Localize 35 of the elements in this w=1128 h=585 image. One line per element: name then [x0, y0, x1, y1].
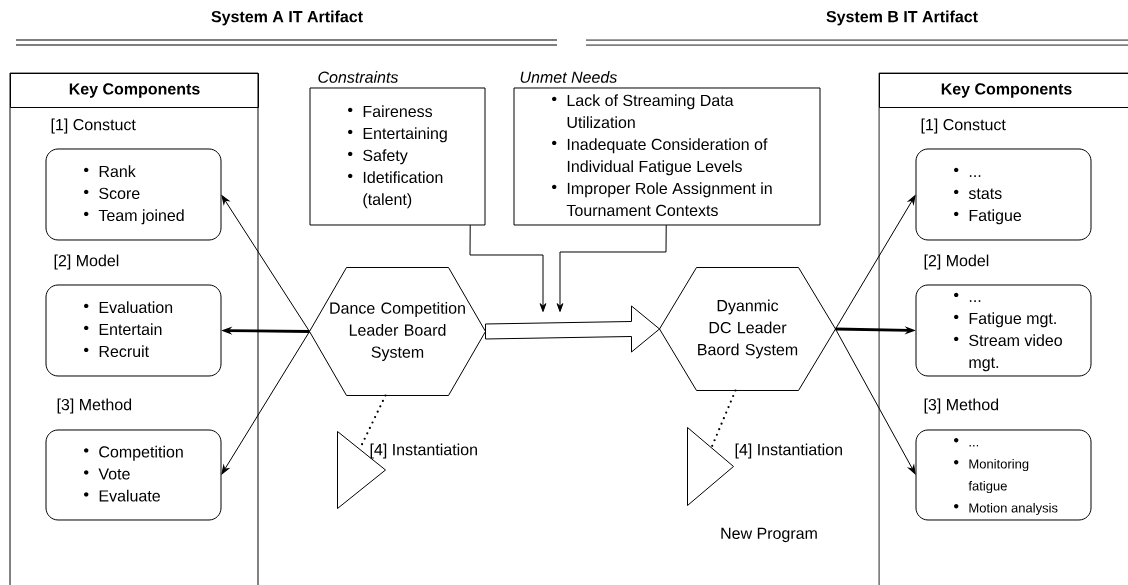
- heading: [3] Method: [923, 398, 1000, 414]
- node-label: Safety: [363, 149, 408, 165]
- arrow: [469, 224, 547, 313]
- title: System B IT Artifact: [826, 10, 978, 26]
- heading: Constraints: [317, 71, 399, 83]
- heading: [1] Constuct: [50, 118, 136, 134]
- heading: [2] Model: [923, 254, 990, 270]
- node-label: New Program: [721, 527, 817, 543]
- list-box: Evaluation Entertain Recruit: [45, 284, 222, 377]
- heading: [3] Method: [56, 398, 133, 414]
- list-box: Competition Vote Evaluate: [45, 429, 222, 521]
- list-box: ... Monitoring fatigue Motion analysis: [915, 429, 1092, 521]
- arrow: [556, 224, 667, 313]
- arrow: [835, 328, 916, 475]
- heading: Unmet Needs: [519, 71, 618, 83]
- system-hexagon: Dance Competition Leader Board System: [309, 267, 486, 396]
- list-box: Rank Score Team joined: [45, 148, 222, 241]
- title: System A IT Artifact: [211, 10, 363, 26]
- list-box: Faireness Entertaining Safety Idetification (talent): [309, 87, 486, 226]
- node-label: [4] Instantiation: [735, 443, 842, 459]
- arrow: [221, 195, 310, 332]
- node-label: [4] Instantiation: [370, 443, 477, 459]
- list-box: ... stats Fatigue: [915, 148, 1092, 241]
- arrow: [221, 331, 310, 475]
- dotted-line: [710, 389, 737, 449]
- node-label: Entertaining: [363, 127, 447, 143]
- node-label: Idetification (talent): [363, 171, 443, 209]
- heading: [1] Constuct: [920, 118, 1006, 134]
- heading: [2] Model: [53, 254, 120, 270]
- list-box: Lack of Streaming Data Utilization Inadequate Consideration of Individual Fatigue Levels Improper Role Assignment in Tournament Contexts: [513, 87, 821, 226]
- block-arrow: [485, 305, 660, 353]
- node-label: Faireness: [363, 105, 433, 118]
- list-box: ... Fatigue mgt. Stream video mgt.: [915, 284, 1092, 377]
- system-hexagon: Dyanmic DC Leader Baord System: [659, 267, 836, 391]
- arrow: [835, 195, 916, 330]
